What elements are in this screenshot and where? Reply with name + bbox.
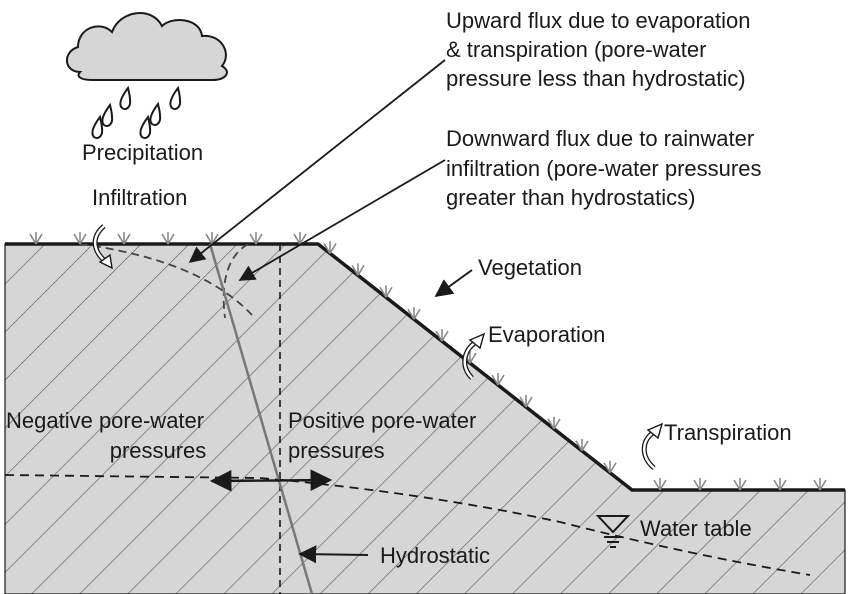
evaporation-label: Evaporation — [488, 322, 605, 347]
vegetation-label: Vegetation — [478, 255, 582, 280]
infiltration-label: Infiltration — [92, 185, 187, 210]
grass-tuft-17 — [603, 460, 617, 474]
grass-tuft-18 — [653, 478, 667, 491]
precipitation-label: Precipitation — [82, 140, 203, 165]
negative-pressures-label-line-2: pressures — [110, 438, 207, 463]
grass-tuft-2 — [117, 232, 131, 245]
grass-tuft-16 — [575, 438, 589, 452]
cloud-icon — [66, 12, 228, 81]
grass-tuft-15 — [547, 416, 561, 430]
vegetation-tufts — [29, 232, 827, 491]
grass-tuft-9 — [379, 285, 393, 298]
grass-tuft-13 — [491, 373, 505, 386]
grass-tuft-22 — [813, 478, 827, 491]
hydrostatic-line — [208, 244, 314, 594]
upward-flux-label-line-3: pressure less than hydrostatic) — [446, 66, 746, 91]
hydrostatic-pointer — [298, 545, 369, 564]
grass-tuft-11 — [435, 329, 449, 342]
grass-tuft-19 — [693, 478, 707, 491]
rain-drops-icon — [91, 85, 182, 139]
water-table-line — [5, 474, 811, 576]
infiltration-arrow-icon — [92, 224, 113, 270]
water-table-label: Water table — [640, 516, 752, 541]
grass-tuft-3 — [161, 232, 175, 245]
upward-flux-label-line-2: & transpiration (pore-water — [446, 37, 706, 62]
ground-surface — [5, 242, 845, 492]
downward-flux-pointer — [238, 159, 446, 281]
grass-tuft-8 — [351, 263, 365, 276]
positive-pressures-label-line-1: Positive pore-water — [288, 408, 476, 433]
vegetation-pointer — [434, 269, 473, 298]
grass-tuft-10 — [407, 307, 421, 320]
negative-pressures-label-line-1: Negative pore-water — [6, 408, 204, 433]
transpiration-arrow-icon — [641, 422, 664, 470]
grass-tuft-5 — [249, 232, 263, 245]
grass-tuft-14 — [519, 394, 533, 408]
transpiration-label: Transpiration — [664, 420, 792, 445]
grass-tuft-4 — [205, 232, 219, 245]
downward-flux-label-line-2: infiltration (pore-water pressures — [446, 156, 761, 181]
hydrostatic-label: Hydrostatic — [380, 543, 490, 568]
grass-tuft-21 — [773, 478, 787, 491]
evaporation-arrow-icon — [462, 332, 486, 380]
water-table-symbol-icon — [595, 515, 631, 548]
grass-tuft-7 — [323, 241, 337, 254]
upward-flux-label-line-1: Upward flux due to evaporation — [446, 8, 751, 33]
pressure-zone-arrow — [209, 469, 333, 492]
grass-tuft-6 — [293, 232, 307, 245]
downward-flux-label-line-1: Downward flux due to rainwater — [446, 126, 754, 151]
grass-tuft-1 — [73, 232, 87, 245]
positive-pressures-label-line-2: pressures — [288, 438, 385, 463]
downward-flux-label-line-3: greater than hydrostatics) — [446, 185, 695, 210]
grass-tuft-0 — [29, 232, 43, 245]
wetting-front-curve — [79, 244, 253, 316]
upward-flux-pointer — [188, 59, 446, 264]
drying-front-curve — [222, 244, 249, 319]
grass-tuft-20 — [733, 478, 747, 491]
